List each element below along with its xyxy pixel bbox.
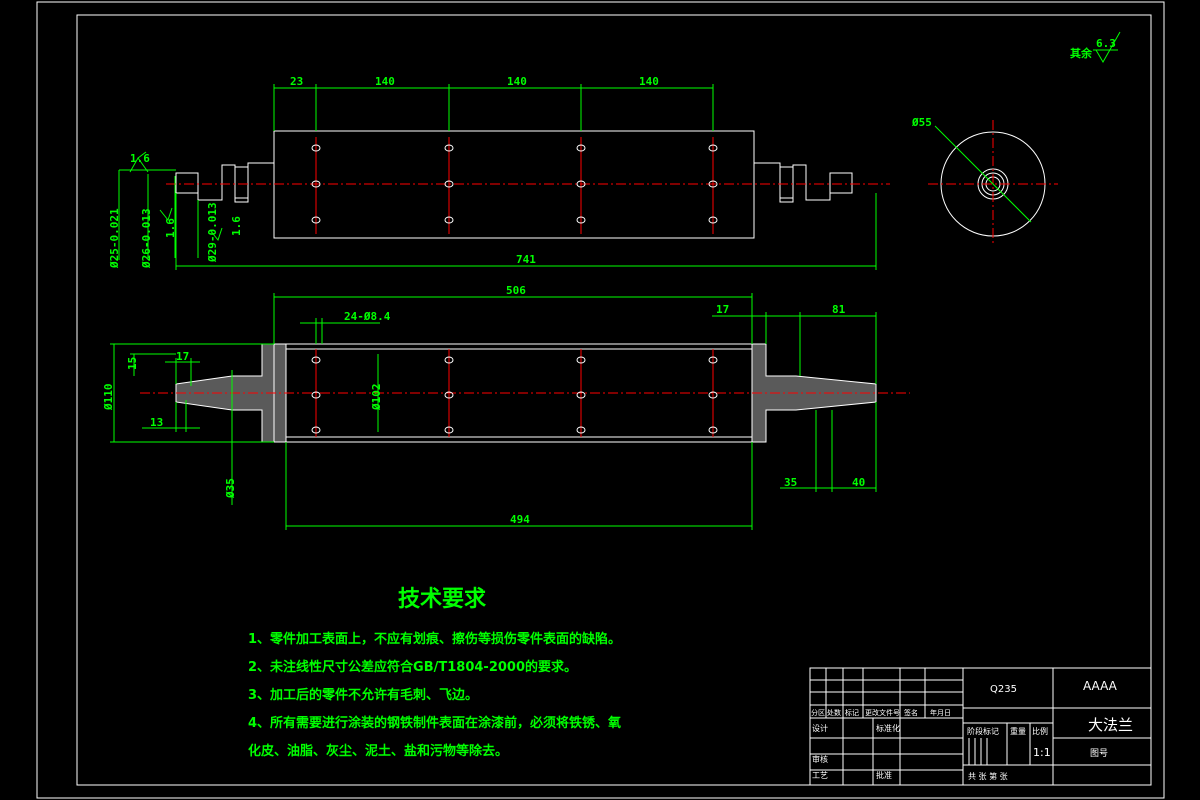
dim-13: 13 xyxy=(150,416,163,429)
top-hole xyxy=(444,180,454,188)
title-block xyxy=(809,667,1152,786)
tb-weight: 重量 xyxy=(1010,726,1026,736)
dia-55: Ø55 xyxy=(911,116,932,129)
dim-35: 35 xyxy=(784,476,797,489)
hdr-cell-2: 标记 xyxy=(845,708,859,717)
end-view: Ø55 xyxy=(911,116,1058,245)
tech-req-1: 1、零件加工表面上，不应有划痕、擦伤等损伤零件表面的缺陷。 xyxy=(248,631,621,647)
dia-25: Ø25-0.021 xyxy=(108,208,121,269)
section-hole xyxy=(444,391,454,399)
section-hole xyxy=(311,426,321,434)
dim-506: 506 xyxy=(506,284,526,297)
dim-23: 23 xyxy=(290,75,303,88)
dia-35: Ø35 xyxy=(224,478,237,499)
dia-110: Ø110 xyxy=(102,384,115,412)
roughness-value: 6.3 xyxy=(1096,37,1116,50)
tol-b: 1.6 xyxy=(164,218,177,238)
left-shaft xyxy=(175,162,274,203)
dia-26: Ø26-0.013 xyxy=(140,208,153,269)
dim-40: 40 xyxy=(852,476,865,489)
section-hole xyxy=(444,426,454,434)
tech-req-3: 3、加工后的零件不允许有毛刺、飞边。 xyxy=(248,687,478,703)
inner-frame xyxy=(76,14,1152,786)
dim-494: 494 xyxy=(510,513,530,526)
top-hole xyxy=(444,144,454,152)
top-hole xyxy=(708,180,718,188)
tb-review: 审核 xyxy=(812,754,828,764)
section-view: 506 24-Ø8.4 17 81 17 13 15 Ø110 Ø102 Ø35… xyxy=(102,284,910,530)
top-hole xyxy=(311,216,321,224)
section-hole xyxy=(708,356,718,364)
tol-c: 1.6 xyxy=(230,216,243,236)
tb-approve: 批准 xyxy=(876,770,892,780)
top-view: 23 140 140 140 741 Ø25-0.021 Ø26-0.013 Ø… xyxy=(108,75,890,270)
dia-29: Ø29-0.013 xyxy=(206,202,219,263)
hdr-cell-3: 更改文件号 xyxy=(865,708,900,717)
dim-17-left: 17 xyxy=(176,350,189,363)
tb-design: 设计 xyxy=(812,723,828,733)
tech-req-5: 化皮、油脂、灰尘、泥土、盐和污物等除去。 xyxy=(248,743,508,759)
section-hole xyxy=(444,356,454,364)
top-hole xyxy=(576,180,586,188)
roughness-symbol: 其余 6.3 xyxy=(1070,31,1121,64)
title-block-text: 分区 处数 标记 更改文件号 签名 年月日 设计 标准化 审核 工艺 批准 Q2… xyxy=(811,679,1133,781)
dim-17-right: 17 xyxy=(716,303,729,316)
dim-holes: 24-Ø8.4 xyxy=(344,310,391,323)
dim-741: 741 xyxy=(516,253,536,266)
tb-process: 工艺 xyxy=(812,771,828,780)
dim-140-c: 140 xyxy=(639,75,659,88)
hdr-cell-1: 处数 xyxy=(827,708,841,717)
section-hole xyxy=(311,356,321,364)
top-holes xyxy=(311,144,718,224)
tech-requirements: 技术要求 1、零件加工表面上，不应有划痕、擦伤等损伤零件表面的缺陷。 2、未注线… xyxy=(248,587,621,759)
right-shaft xyxy=(754,162,853,203)
tech-req-4: 4、所有需要进行涂装的钢铁制件表面在涂漆前，必须将铁锈、氧 xyxy=(248,715,621,731)
outer-frame xyxy=(36,1,1165,799)
tech-req-title: 技术要求 xyxy=(398,587,486,612)
section-hole xyxy=(576,426,586,434)
tb-scale: 1:1 xyxy=(1033,746,1051,759)
tb-company: AAAA xyxy=(1083,679,1118,693)
tb-standard: 标准化 xyxy=(876,723,900,733)
hdr-cell-5: 年月日 xyxy=(930,708,951,717)
dia-102: Ø102 xyxy=(370,384,383,412)
section-holes xyxy=(311,356,718,434)
section-hole xyxy=(311,391,321,399)
tb-ratio: 比例 xyxy=(1032,726,1048,736)
top-hole xyxy=(708,144,718,152)
top-hole xyxy=(576,216,586,224)
top-hole xyxy=(708,216,718,224)
dim-140-b: 140 xyxy=(507,75,527,88)
section-hole xyxy=(576,391,586,399)
dim-140-a: 140 xyxy=(375,75,395,88)
tol-a: 1.6 xyxy=(130,152,150,165)
tb-material: Q235 xyxy=(990,684,1017,695)
top-hole xyxy=(311,180,321,188)
tech-req-2: 2、未注线性尺寸公差应符合GB/T1804-2000的要求。 xyxy=(248,659,577,675)
roughness-label: 其余 xyxy=(1070,46,1093,60)
tb-part-name: 大法兰 xyxy=(1088,716,1133,734)
dim-81: 81 xyxy=(832,303,846,316)
section-hole xyxy=(708,426,718,434)
tb-stage: 阶段标记 xyxy=(967,726,999,736)
tb-drawing-no: 图号 xyxy=(1090,748,1108,759)
top-hole xyxy=(576,144,586,152)
top-hole xyxy=(444,216,454,224)
tb-sheets: 共 张 第 张 xyxy=(968,771,1008,781)
hdr-cell-0: 分区 xyxy=(811,708,825,717)
dim-15: 15 xyxy=(126,357,139,370)
top-hole xyxy=(311,144,321,152)
section-hole xyxy=(708,391,718,399)
hdr-cell-4: 签名 xyxy=(904,708,918,717)
section-hole xyxy=(576,356,586,364)
